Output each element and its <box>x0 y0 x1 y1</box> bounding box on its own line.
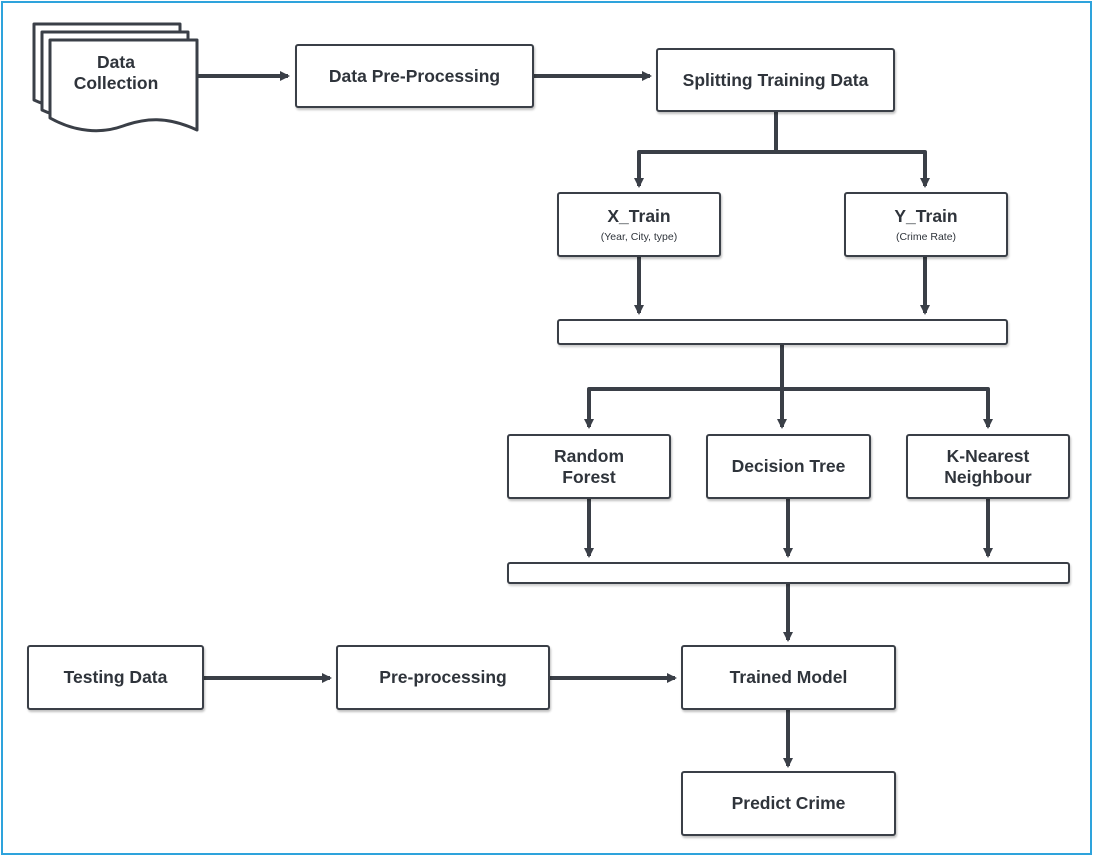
connector-splitting-branch <box>637 112 778 182</box>
predict-crime-box: Predict Crime <box>681 771 896 836</box>
preprocessing-box: Pre-processing <box>336 645 550 710</box>
y-train-box: Y_Train (Crime Rate) <box>844 192 1008 257</box>
merge-bar-top <box>557 319 1008 345</box>
x-train-sublabel: (Year, City, type) <box>600 230 678 243</box>
merge-bar-bottom <box>507 562 1070 584</box>
connector-splitting-branch-right <box>776 150 927 182</box>
data-preprocessing-label: Data Pre-Processing <box>328 65 501 86</box>
predict-crime-label: Predict Crime <box>731 793 846 813</box>
random-forest-label: Random Forest <box>554 445 624 487</box>
y-train-sublabel: (Crime Rate) <box>895 230 957 243</box>
testing-data-label: Testing Data <box>63 667 168 687</box>
random-forest-box: Random Forest <box>507 434 671 499</box>
testing-data-box: Testing Data <box>27 645 204 710</box>
decision-tree-label: Decision Tree <box>731 456 846 476</box>
x-train-label: X_Train <box>607 205 671 226</box>
knn-label: K-Nearest Neighbour <box>944 445 1032 487</box>
splitting-training-data-label: Splitting Training Data <box>682 69 869 90</box>
x-train-box: X_Train (Year, City, type) <box>557 192 721 257</box>
splitting-training-data-box: Splitting Training Data <box>656 48 895 112</box>
y-train-label: Y_Train <box>894 205 958 226</box>
connector-bar-to-models <box>587 345 784 422</box>
preprocessing-label: Pre-processing <box>379 667 507 687</box>
data-preprocessing-box: Data Pre-Processing <box>295 44 534 108</box>
decision-tree-box: Decision Tree <box>706 434 871 499</box>
document-stack-shape <box>32 22 199 133</box>
data-collection-label: Data Collection <box>73 52 159 93</box>
trained-model-box: Trained Model <box>681 645 896 710</box>
knn-box: K-Nearest Neighbour <box>906 434 1070 499</box>
trained-model-label: Trained Model <box>729 667 848 687</box>
